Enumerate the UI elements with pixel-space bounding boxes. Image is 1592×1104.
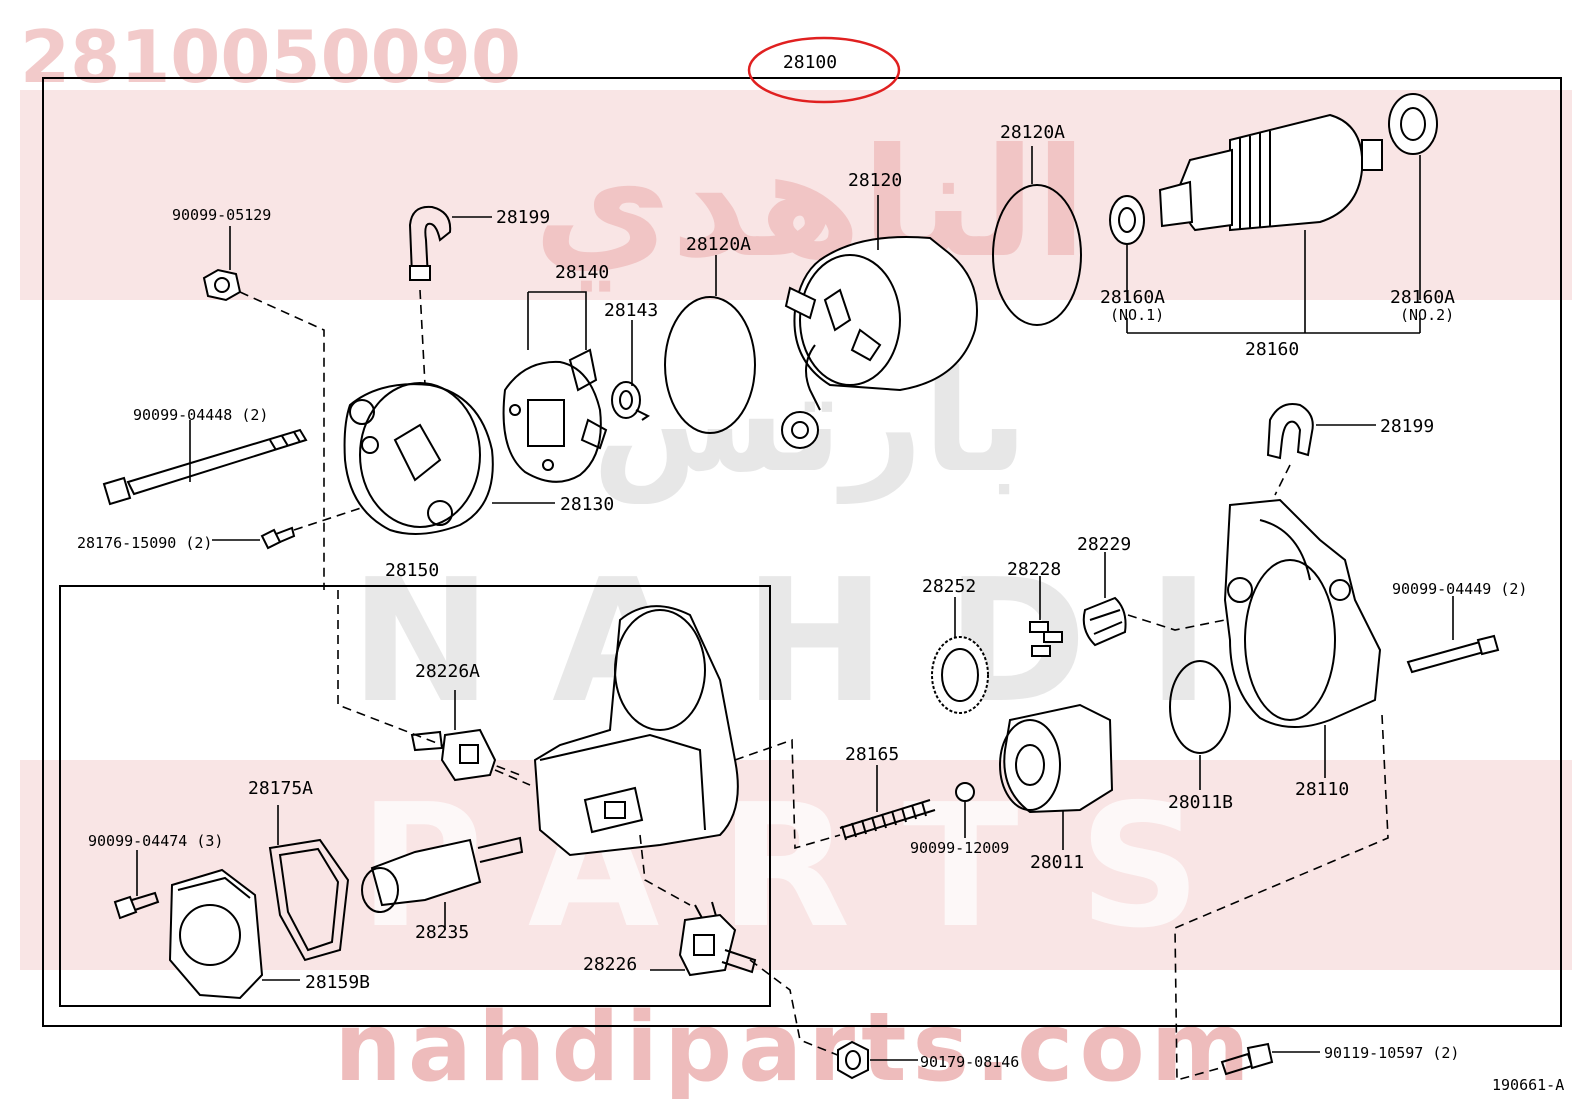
callout-28229: 28229 — [1077, 534, 1131, 555]
callout-28199-top: 28199 — [496, 207, 550, 228]
ball-90099-12009 — [955, 782, 975, 802]
callout-90099-05129: 90099-05129 — [172, 206, 271, 224]
callout-90119-10597: 90119-10597 (2) — [1324, 1044, 1459, 1062]
o-ring-28120A-left — [664, 296, 756, 434]
screw-90099-04474 — [113, 891, 160, 920]
rollers-28228 — [1029, 621, 1063, 657]
end-frame-28130 — [343, 382, 494, 535]
plunger-28235 — [361, 836, 524, 913]
callout-28226: 28226 — [583, 954, 637, 975]
watermark-latin-2: PARTS — [359, 768, 1261, 966]
callout-28120A-left: 28120A — [686, 234, 751, 255]
highlight-circle — [747, 36, 901, 104]
callout-28159B: 28159B — [305, 972, 370, 993]
callout-90099-04474: 90099-04474 (3) — [88, 832, 223, 850]
screw-28176-15090 — [260, 526, 296, 550]
spring-28165 — [839, 799, 936, 841]
cover-28159B — [168, 868, 264, 1000]
callout-28228: 28228 — [1007, 559, 1061, 580]
callout-28235: 28235 — [415, 922, 469, 943]
grommet-28199-top — [408, 205, 452, 281]
callout-90179-08146: 90179-08146 — [920, 1053, 1019, 1071]
brush-holder-28140 — [502, 348, 608, 483]
callout-labels: 90099-05129 28199 28140 28143 28120A 281… — [77, 122, 1564, 1094]
callout-90099-04448: 90099-04448 (2) — [133, 406, 268, 424]
label-assembly-28100: 28100 — [783, 52, 837, 73]
o-ring-28120A-right — [992, 184, 1082, 326]
drive-housing-28110 — [1223, 498, 1382, 729]
callout-28143: 28143 — [604, 300, 658, 321]
nut-90179-08146 — [837, 1040, 869, 1080]
callout-90099-04449: 90099-04449 (2) — [1392, 580, 1527, 598]
callout-28252: 28252 — [922, 576, 976, 597]
watermark-arabic-1: الناهدي — [533, 117, 1086, 292]
callout-28165: 28165 — [845, 744, 899, 765]
ring-28011B — [1169, 660, 1231, 754]
bolt-90099-04449 — [1406, 634, 1500, 674]
terminal-28226 — [678, 901, 757, 977]
yoke-28120 — [781, 235, 978, 449]
bushing-28143 — [611, 381, 650, 421]
subassembly-frame-28150 — [59, 585, 771, 1007]
bearing-28160A-no1 — [1109, 195, 1145, 245]
assembly-frame — [42, 77, 1562, 1027]
callout-28160A-no1-sub: (NO.1) — [1110, 306, 1164, 324]
grommet-28199-right — [1266, 403, 1314, 460]
callout-28130: 28130 — [560, 494, 614, 515]
callout-28011: 28011 — [1030, 852, 1084, 873]
callout-28110: 28110 — [1295, 779, 1349, 800]
callout-28120: 28120 — [848, 170, 902, 191]
callout-28011B: 28011B — [1168, 792, 1233, 813]
part-number-title: 2810050090 — [20, 15, 521, 99]
watermark-latin-1: NAHDI — [350, 543, 1270, 741]
diagram-code: 190661-A — [1492, 1076, 1564, 1094]
gasket-28175A — [268, 838, 350, 962]
clutch-28011 — [999, 703, 1114, 814]
callout-28160A-no2: 28160A — [1390, 287, 1455, 308]
clutch-28229 — [1082, 596, 1127, 647]
terminal-28226A — [410, 728, 497, 782]
callout-28150: 28150 — [385, 560, 439, 581]
callout-28140: 28140 — [555, 262, 609, 283]
callout-28199-right: 28199 — [1380, 416, 1434, 437]
callout-90099-12009: 90099-12009 — [910, 839, 1009, 857]
nut-90099-05129 — [202, 268, 242, 302]
solenoid-body — [533, 605, 739, 857]
watermark-band-bottom — [20, 760, 1572, 970]
callout-28120A-right: 28120A — [1000, 122, 1065, 143]
bearing-28160A-no2 — [1388, 93, 1438, 155]
callout-28175A: 28175A — [248, 778, 313, 799]
callout-28160A-no1: 28160A — [1100, 287, 1165, 308]
callout-28176-15090: 28176-15090 (2) — [77, 534, 212, 552]
callout-28160: 28160 — [1245, 339, 1299, 360]
gear-28252 — [931, 636, 989, 714]
bolt-90099-04448 — [102, 428, 308, 506]
bolt-90119-10597 — [1220, 1042, 1274, 1076]
callout-28226A: 28226A — [415, 661, 480, 682]
armature-28160 — [1158, 113, 1383, 232]
callout-28160A-no2-sub: (NO.2) — [1400, 306, 1454, 324]
watermark-site: nahdiparts.com — [334, 993, 1256, 1099]
